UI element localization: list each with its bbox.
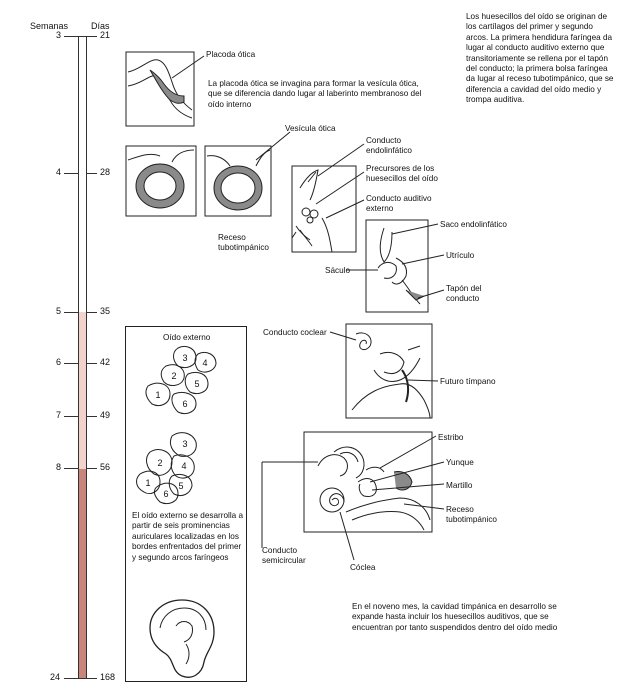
hillock-number: 1 xyxy=(145,478,150,488)
panel-stage5 xyxy=(346,324,432,418)
hillock-number: 2 xyxy=(157,458,162,468)
hillock-number: 4 xyxy=(181,461,186,471)
hillock-number: 5 xyxy=(194,379,199,389)
hillocks-group-a xyxy=(146,346,216,413)
hillock-number: 4 xyxy=(202,358,207,368)
hillock-number: 5 xyxy=(178,481,183,491)
hillock-number: 1 xyxy=(155,390,160,400)
panel-stage3 xyxy=(292,166,356,252)
hillock-number: 2 xyxy=(171,371,176,381)
hillock-number: 6 xyxy=(163,489,168,499)
adult-ear-drawing xyxy=(150,600,214,677)
hillock-number: 6 xyxy=(182,399,187,409)
hillock-number: 3 xyxy=(182,439,187,449)
hillock-number: 3 xyxy=(182,353,187,363)
